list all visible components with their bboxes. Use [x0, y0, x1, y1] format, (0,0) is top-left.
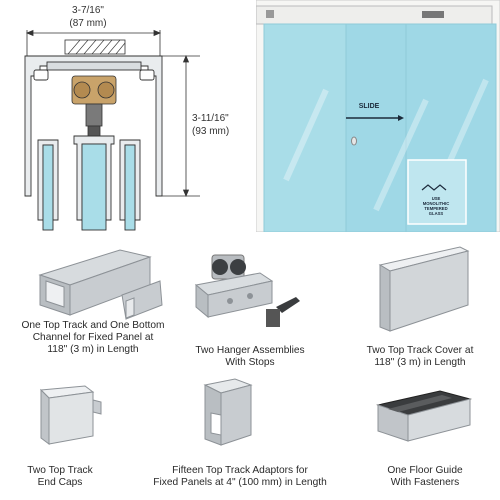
caption-line: One Top Track and One Bottom — [21, 320, 165, 331]
tempered-glass-decal — [407, 159, 467, 225]
top-track-end-caps-image — [39, 385, 102, 445]
track-cross-section-diagram: 3-7/16" (87 mm) 3-11/16" (93 mm) — [24, 5, 229, 231]
decal-line2: MONOLITHIC — [423, 201, 450, 206]
width-imperial-label: 3-7/16" — [72, 5, 104, 16]
floor-guide-image — [376, 390, 472, 442]
caption-floor-guide: One Floor Guide With Fasteners — [355, 465, 495, 489]
caption-line: Channel for Fixed Panel at — [32, 332, 154, 343]
top-track-adaptors-image — [203, 378, 253, 446]
hanger-wheel-assembly — [71, 75, 117, 137]
track-end-cap — [266, 10, 274, 18]
caption-line: 118" (3 m) in Length — [374, 357, 466, 368]
height-dimension-line — [162, 54, 200, 198]
caption-line: Two Top Track Cover at — [366, 345, 474, 356]
door-pull — [351, 136, 357, 146]
caption-top-track-bottom-channel: One Top Track and One Bottom Channel for… — [8, 320, 178, 356]
top-track-cover-image — [378, 246, 470, 332]
height-metric-label: (93 mm) — [192, 126, 229, 137]
glass-channels — [37, 135, 141, 231]
caption-line: Two Top Track — [27, 465, 93, 476]
top-track-profile — [24, 55, 163, 197]
caption-top-track-cover: Two Top Track Cover at 118" (3 m) in Len… — [345, 345, 495, 369]
decal-logo-icon — [421, 184, 447, 191]
decal-line1: USE — [432, 196, 441, 201]
caption-line: 118" (3 m) in Length — [47, 344, 139, 355]
caption-line: Fixed Panels at 4" (100 mm) in Length — [153, 477, 327, 488]
width-dimension-line — [25, 29, 162, 56]
caption-line: One Floor Guide — [387, 465, 463, 476]
slide-arrow-icon — [346, 115, 404, 121]
top-track-and-bottom-channel-image — [38, 249, 163, 320]
hanger-assemblies-image — [194, 254, 300, 327]
fixed-glass-panel — [263, 23, 351, 232]
height-imperial-label: 3-11/16" — [192, 113, 229, 124]
caption-top-track-end-caps: Two Top Track End Caps — [5, 465, 115, 489]
decal-line3: TEMPERED — [424, 206, 447, 211]
slide-label: SLIDE — [359, 103, 380, 110]
ceiling-hatch — [64, 39, 126, 55]
caption-hanger-assemblies: Two Hanger Assemblies With Stops — [180, 345, 320, 369]
caption-line: With Stops — [225, 357, 275, 368]
caption-top-track-adaptors: Fifteen Top Track Adaptors for Fixed Pan… — [140, 465, 340, 489]
width-metric-label: (87 mm) — [69, 18, 106, 29]
caption-line: End Caps — [37, 477, 83, 488]
caption-line: Fifteen Top Track Adaptors for — [172, 465, 308, 476]
header-track — [256, 5, 493, 25]
decal-line4: GLASS — [429, 211, 444, 216]
caption-line: Two Hanger Assemblies — [195, 345, 305, 356]
sliding-door-photo: SLIDE USE MONOLITHIC TEMPERED GLASS — [256, 0, 500, 232]
caption-line: With Fasteners — [390, 477, 460, 488]
hanger-clip — [422, 11, 444, 18]
